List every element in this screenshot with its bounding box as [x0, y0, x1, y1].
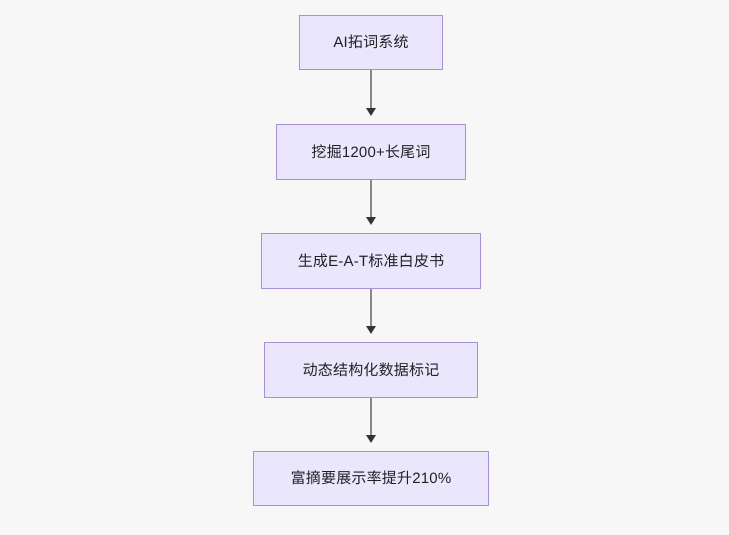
- edge-line: [370, 289, 372, 326]
- arrowhead-icon: [366, 326, 376, 334]
- edge-line: [370, 180, 372, 217]
- flowchart-node-n1[interactable]: AI拓词系统: [299, 15, 443, 70]
- flowchart-node-label: 动态结构化数据标记: [302, 361, 440, 379]
- flowchart-node-label: 挖掘1200+长尾词: [311, 143, 431, 161]
- flowchart-node-n3[interactable]: 生成E-A-T标准白皮书: [261, 233, 481, 289]
- edge-line: [370, 70, 372, 108]
- edge-line: [370, 398, 372, 435]
- flowchart-node-label: AI拓词系统: [333, 34, 409, 51]
- arrowhead-icon: [366, 435, 376, 443]
- flowchart-node-n2[interactable]: 挖掘1200+长尾词: [276, 124, 466, 180]
- arrowhead-icon: [366, 108, 376, 116]
- arrowhead-icon: [366, 217, 376, 225]
- flowchart-node-n5[interactable]: 富摘要展示率提升210%: [253, 451, 489, 506]
- flowchart-node-label: 生成E-A-T标准白皮书: [297, 252, 445, 270]
- flowchart-node-label: 富摘要展示率提升210%: [290, 470, 452, 487]
- flowchart-node-n4[interactable]: 动态结构化数据标记: [264, 342, 478, 398]
